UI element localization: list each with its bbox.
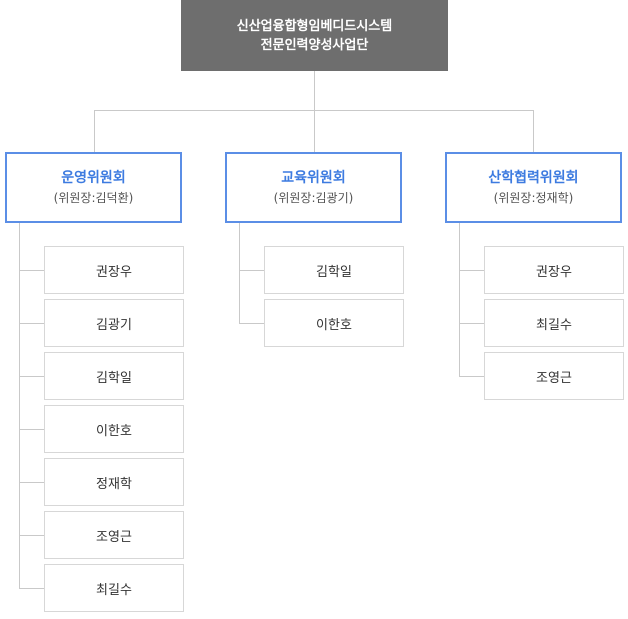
connector-c3-branch [459, 323, 484, 324]
member-box: 김광기 [44, 299, 184, 347]
connector-c1-branch [19, 535, 44, 536]
member-box: 조영근 [44, 511, 184, 559]
connector-drop-2 [314, 110, 315, 152]
committee-chair: (위원장:정재학) [493, 191, 574, 205]
member-box: 이한호 [44, 405, 184, 453]
organization-box: 신산업융합형임베디드시스템 전문인력양성사업단 [181, 0, 448, 71]
member-box: 김학일 [264, 246, 404, 294]
connector-c3-branch [459, 270, 484, 271]
connector-drop-3 [533, 110, 534, 152]
connector-c1-branch [19, 588, 44, 589]
connector-c1-branch [19, 323, 44, 324]
member-box: 이한호 [264, 299, 404, 347]
connector-c3-trunk [459, 223, 460, 377]
connector-top-vertical [314, 71, 315, 111]
member-box: 김학일 [44, 352, 184, 400]
committee-name: 운영위원회 [61, 170, 126, 186]
connector-c3-branch [459, 376, 484, 377]
connector-c1-branch [19, 270, 44, 271]
connector-c1-branch [19, 482, 44, 483]
connector-c2-trunk [239, 223, 240, 324]
connector-c1-branch [19, 429, 44, 430]
organization-title-line1: 신산업융합형임베디드시스템 [236, 18, 393, 34]
connector-c1-branch [19, 376, 44, 377]
organization-title-line2: 전문인력양성사업단 [260, 37, 369, 53]
committee-chair: (위원장:김덕환) [53, 191, 134, 205]
committee-industry-cooperation: 산학협력위원회 (위원장:정재학) [445, 152, 622, 223]
committee-education: 교육위원회 (위원장:김광기) [225, 152, 402, 223]
connector-c1-trunk [19, 223, 20, 589]
member-box: 최길수 [44, 564, 184, 612]
committee-operations: 운영위원회 (위원장:김덕환) [5, 152, 182, 223]
member-box: 조영근 [484, 352, 624, 400]
committee-name: 산학협력위원회 [488, 170, 579, 186]
member-box: 최길수 [484, 299, 624, 347]
connector-c2-branch [239, 323, 264, 324]
member-box: 권장우 [484, 246, 624, 294]
member-box: 정재학 [44, 458, 184, 506]
committee-chair: (위원장:김광기) [273, 191, 354, 205]
connector-c2-branch [239, 270, 264, 271]
member-box: 권장우 [44, 246, 184, 294]
connector-drop-1 [94, 110, 95, 152]
committee-name: 교육위원회 [281, 170, 346, 186]
